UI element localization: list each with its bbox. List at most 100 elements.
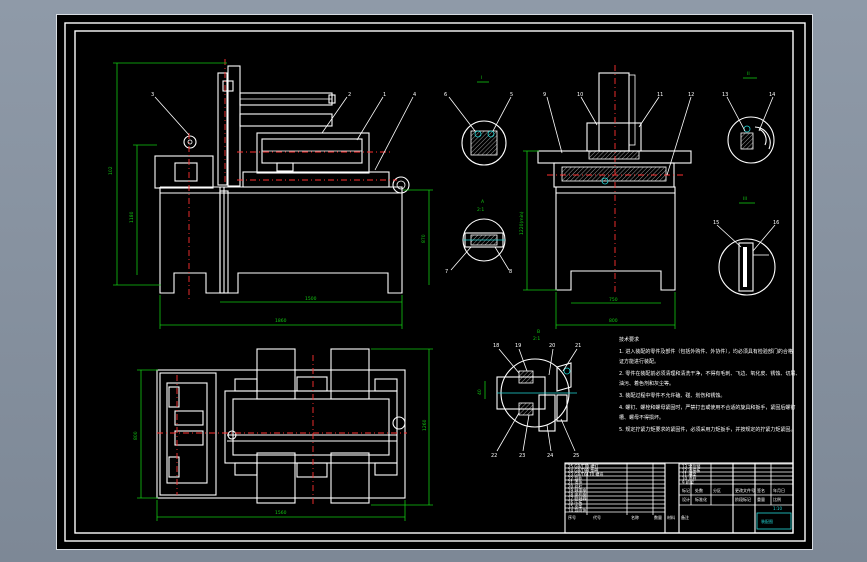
tb-left-row-5: 21 滑块	[568, 479, 582, 485]
tb-sign-zone: 分区	[713, 487, 721, 493]
plan-outline	[156, 369, 406, 499]
front-balloon-3: 3	[151, 92, 154, 98]
front-control-box	[154, 155, 214, 189]
tb-left-row-9: 17 联轴器	[568, 495, 586, 501]
tech-req-line-4: 油污、着色剂和灰尘等。	[619, 380, 674, 387]
detail-a-scale: 2:1	[477, 207, 484, 213]
tb-scale-label: 比例	[773, 496, 781, 502]
tech-req-line-6: 4. 螺钉、螺栓和螺母紧固时，严禁打击或使用不合适的旋具和扳手，紧固后螺钉	[619, 404, 795, 411]
front-balloon-4: 4	[413, 92, 416, 98]
tb-left-row-3: 23 GB/T6170 螺母	[568, 471, 603, 477]
tech-req-line-7: 槽、螺母不得损坏。	[619, 414, 664, 421]
front-dim-width: 1860	[275, 318, 287, 324]
front-dim-right: 870	[421, 234, 427, 243]
tb-header-no: 序号	[568, 514, 576, 520]
detail-ii-label: II	[747, 71, 750, 77]
detail-iii-balloon-16: 16	[773, 220, 779, 226]
detail-b-balloon-24: 24	[547, 453, 553, 459]
tb-right-row-4: 10 立柱	[682, 475, 696, 481]
tb-sign-count: 处数	[695, 487, 703, 493]
detail-ii-balloon-14: 14	[769, 92, 775, 98]
front-dim-height: 102	[108, 166, 114, 175]
front-view: 102 1180 870 1860 1500 3 2 1 4	[108, 59, 433, 329]
plan-handwheel	[392, 416, 406, 430]
tb-left-row-4: 22 导轨	[568, 475, 582, 481]
detail-b-balloon-20: 20	[549, 343, 555, 349]
detail-a-balloon-8: 8	[509, 269, 512, 275]
detail-b-balloon-23: 23	[519, 453, 525, 459]
plan-dim-overall-depth: 1260	[422, 419, 428, 431]
tb-drawing-name: 装配图	[761, 518, 773, 524]
tb-left-row-6: 20 丝杠	[568, 483, 582, 489]
tb-scale-value: 1:10	[773, 506, 782, 511]
detail-i-balloon-6: 6	[444, 92, 447, 98]
tech-req-line-5: 3. 装配过程中零件不允许磕、碰、划伤和锈蚀。	[619, 392, 725, 399]
detail-b: B 2:1 40 18 19 20 21 22 23 24 25	[477, 329, 581, 459]
tb-weight: 重量	[757, 496, 765, 502]
detail-b-label: B	[537, 329, 540, 335]
detail-b-dim: 40	[477, 389, 483, 395]
tb-left-row-8: 18 电机座	[568, 491, 586, 497]
tb-left-row-11: 15 支架	[568, 503, 582, 509]
plan-view: 800 1260 1560	[133, 348, 433, 521]
detail-iii-label: III	[743, 196, 747, 202]
detail-ii-balloon-13: 13	[722, 92, 728, 98]
cad-viewport[interactable]: 102 1180 870 1860 1500 3 2 1 4 I 6 5	[56, 14, 813, 550]
side-view: 1220(min) 750 800 9 10 11 12	[519, 65, 694, 329]
tb-right-row-2: 12 连接板	[682, 467, 700, 473]
tech-req-line-2: 证方能进行装配。	[619, 358, 659, 365]
front-balloon-2: 2	[348, 92, 351, 98]
plan-dim-width: 1560	[275, 510, 287, 516]
detail-ii: II 13 14	[722, 71, 775, 164]
detail-b-balloon-19: 19	[515, 343, 521, 349]
outer-frame	[64, 22, 806, 542]
tb-header-remark: 备注	[681, 514, 689, 520]
front-slide-table	[256, 132, 370, 174]
side-dim-inner: 750	[609, 297, 618, 303]
detail-b-scale: 2:1	[533, 336, 540, 342]
detail-b-balloon-18: 18	[493, 343, 499, 349]
tb-sign-date: 年月日	[773, 487, 785, 493]
tb-standardize: 标准化	[695, 496, 707, 502]
side-dim-height: 1220(min)	[519, 211, 525, 235]
tb-header-code: 代号	[593, 514, 601, 520]
front-dim-table-height: 1180	[129, 211, 135, 223]
side-balloon-12: 12	[688, 92, 694, 98]
detail-a-balloon-7: 7	[445, 269, 448, 275]
tb-sign-mark: 标记	[682, 487, 690, 493]
tb-header-qty: 数量	[654, 514, 662, 520]
detail-i: I 6 5	[444, 75, 513, 166]
side-balloon-9: 9	[543, 92, 546, 98]
detail-iii-balloon-15: 15	[713, 220, 719, 226]
side-frame-body	[555, 186, 676, 291]
tb-stage: 阶段标记	[735, 496, 751, 502]
detail-b-balloon-21: 21	[575, 343, 581, 349]
tech-req-line-8: 5. 规定拧紧力矩要求的紧固件，必须采用力矩扳手，并按规定的拧紧力矩紧固。	[619, 426, 795, 433]
tb-sign-docno: 更改文件号	[735, 487, 755, 493]
title-block: 25 GB/T70 螺钉 24 GB/T93 垫圈 23 GB/T6170 螺母…	[564, 462, 794, 534]
front-frame-body	[160, 186, 403, 294]
detail-a-label: A	[481, 199, 485, 205]
detail-b-balloon-25: 25	[573, 453, 579, 459]
detail-a: A 2:1 7 8	[445, 199, 512, 275]
side-column	[598, 72, 630, 152]
tech-req-line-1: 1. 进入装配的零件及部件（包括外购件、外协件），均必须具有检验部门的合格	[619, 348, 793, 355]
side-balloon-11: 11	[657, 92, 663, 98]
inner-frame	[74, 30, 794, 534]
tech-req-line-3: 2. 零件在装配前必须清理和清洗干净，不得有毛刺、飞边、氧化皮、锈蚀、切屑、	[619, 370, 800, 377]
tech-req-title: 技术要求	[619, 336, 639, 343]
tb-sign-signature: 签名	[757, 487, 765, 493]
tb-left-row-10: 16 压板	[568, 499, 582, 505]
detail-b-balloon-22: 22	[491, 453, 497, 459]
plan-dim-depth: 800	[133, 431, 139, 440]
tb-left-row-7: 19 轴承座	[568, 487, 586, 493]
detail-iii: III 15 16	[713, 196, 779, 296]
front-column	[217, 72, 228, 186]
tb-design: 设计	[682, 496, 690, 502]
detail-i-balloon-5: 5	[510, 92, 513, 98]
front-balloon-1: 1	[383, 92, 386, 98]
tb-left-row-2: 24 GB/T93 垫圈	[568, 467, 598, 473]
tb-header-material: 材料	[667, 514, 675, 520]
side-dim-width: 800	[609, 318, 618, 324]
tb-right-row-3: 11 横梁	[682, 471, 696, 477]
